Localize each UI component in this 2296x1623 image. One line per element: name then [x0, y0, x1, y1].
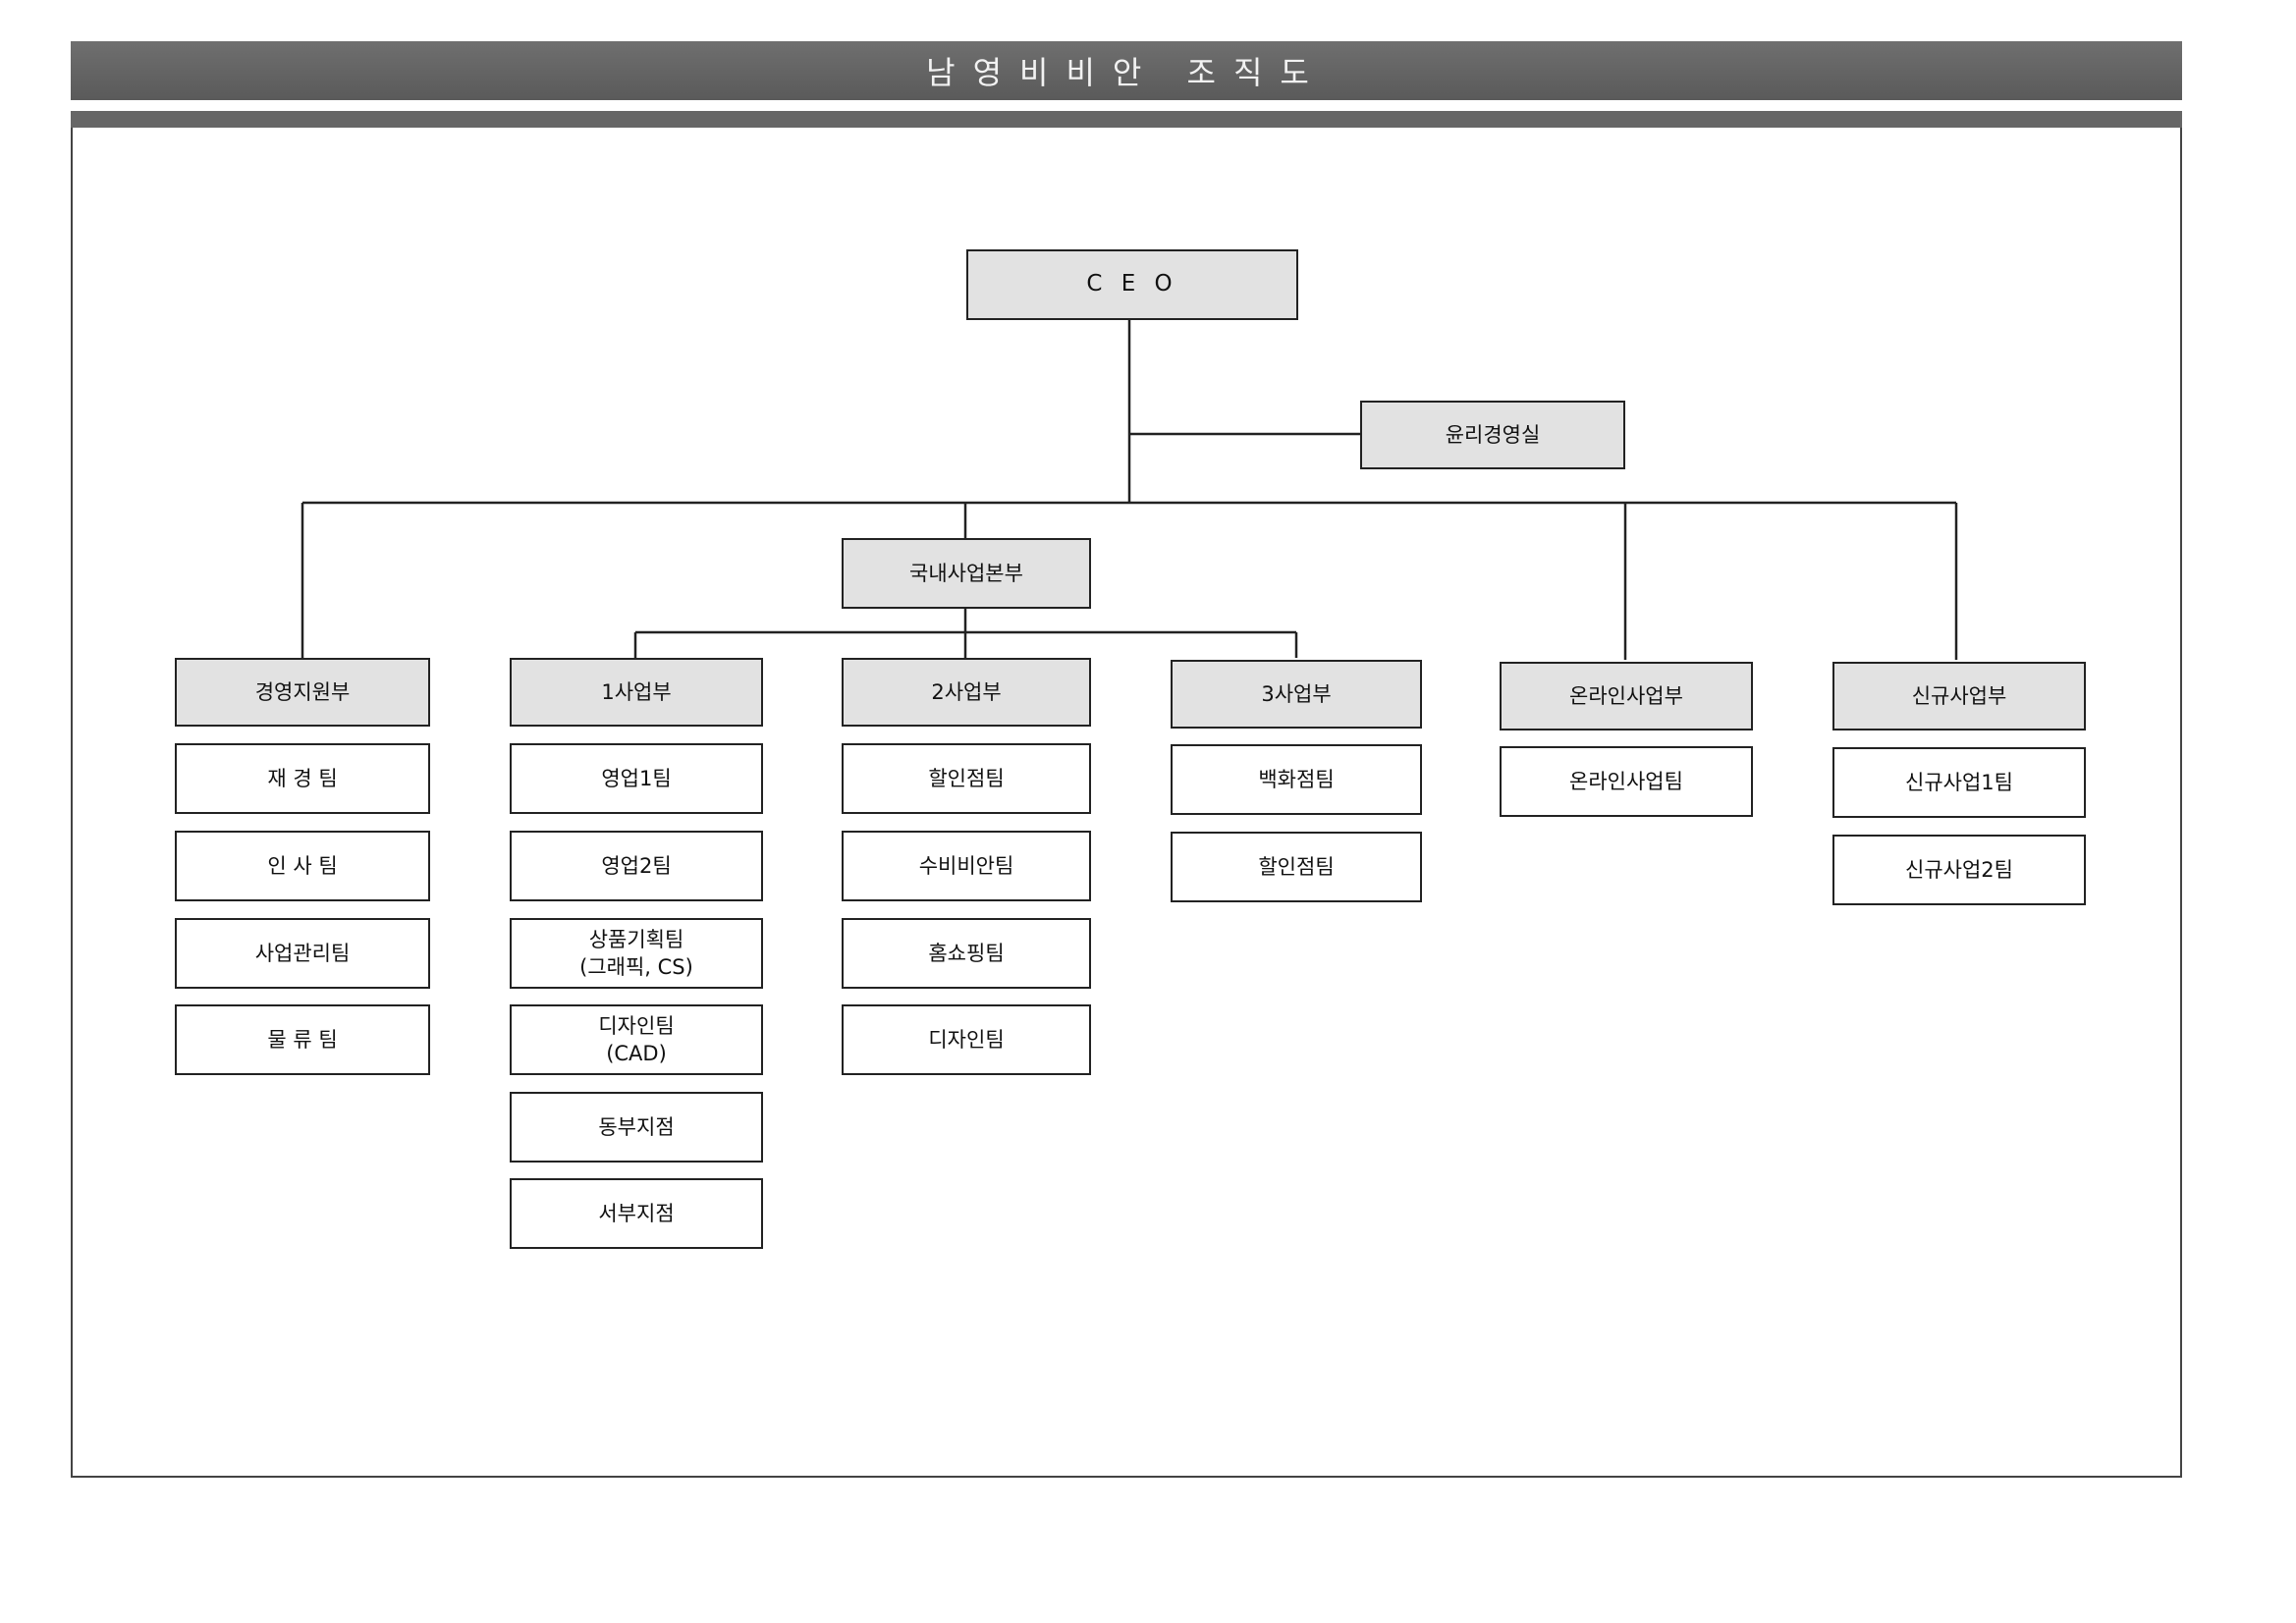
- team-box: 서부지점: [510, 1178, 763, 1249]
- team-box: 홈쇼핑팀: [842, 918, 1091, 989]
- ceo-box: C E O: [966, 249, 1298, 320]
- team-box: 할인점팀: [1171, 832, 1422, 902]
- team-box: 온라인사업팀: [1500, 746, 1753, 817]
- team-box: 할인점팀: [842, 743, 1091, 814]
- team-box: 수비비안팀: [842, 831, 1091, 901]
- title-rule: [71, 111, 2182, 128]
- title-bar: 남영비비안 조직도: [71, 41, 2182, 100]
- dept-division-2: 2사업부: [842, 658, 1091, 727]
- team-box: 디자인팀 (CAD): [510, 1004, 763, 1075]
- team-box: 동부지점: [510, 1092, 763, 1163]
- team-box: 디자인팀: [842, 1004, 1091, 1075]
- domestic-hq-box: 국내사업본부: [842, 538, 1091, 609]
- dept-management-support: 경영지원부: [175, 658, 430, 727]
- team-box: 영업1팀: [510, 743, 763, 814]
- page-title: 남영비비안 조직도: [926, 54, 1327, 91]
- chart-frame: [71, 128, 2182, 1478]
- team-box: 상품기획팀 (그래픽, CS): [510, 918, 763, 989]
- team-box: 사업관리팀: [175, 918, 430, 989]
- team-box: 인 사 팀: [175, 831, 430, 901]
- ethics-office-box: 윤리경영실: [1360, 401, 1625, 469]
- team-box: 백화점팀: [1171, 744, 1422, 815]
- team-box: 물 류 팀: [175, 1004, 430, 1075]
- dept-online: 온라인사업부: [1500, 662, 1753, 730]
- dept-new-business: 신규사업부: [1832, 662, 2086, 730]
- team-box: 영업2팀: [510, 831, 763, 901]
- team-box: 재 경 팀: [175, 743, 430, 814]
- dept-division-1: 1사업부: [510, 658, 763, 727]
- team-box: 신규사업1팀: [1832, 747, 2086, 818]
- dept-division-3: 3사업부: [1171, 660, 1422, 729]
- team-box: 신규사업2팀: [1832, 835, 2086, 905]
